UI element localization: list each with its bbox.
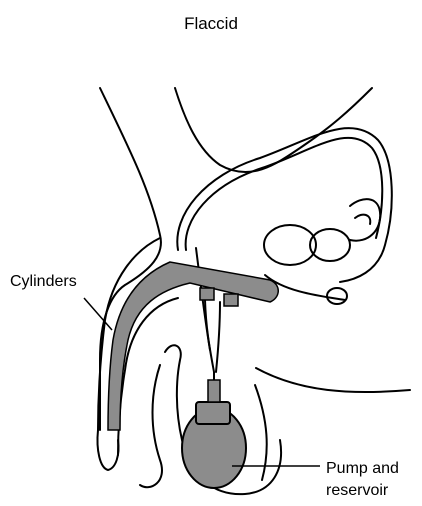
tube-right [216, 302, 220, 372]
rectum [350, 199, 380, 241]
scrotum-inner [140, 365, 162, 487]
tube-left [205, 300, 214, 372]
pump-cap [196, 402, 230, 424]
label-pump-line2: reservoir [326, 481, 388, 501]
leader-cylinders [84, 298, 112, 330]
bladder-outer [177, 128, 391, 282]
label-pump-line1: Pump and [326, 459, 399, 479]
connector-1 [200, 288, 214, 300]
glans [97, 430, 118, 470]
connector-2 [224, 294, 238, 306]
cylinder-left [108, 262, 278, 430]
pump-neck [208, 380, 220, 402]
prostate [264, 225, 316, 265]
body-contour-back [175, 88, 372, 172]
thigh-line [256, 368, 410, 392]
label-cylinders: Cylinders [10, 272, 77, 292]
bladder-inner [186, 138, 383, 250]
testis-small [327, 288, 347, 304]
